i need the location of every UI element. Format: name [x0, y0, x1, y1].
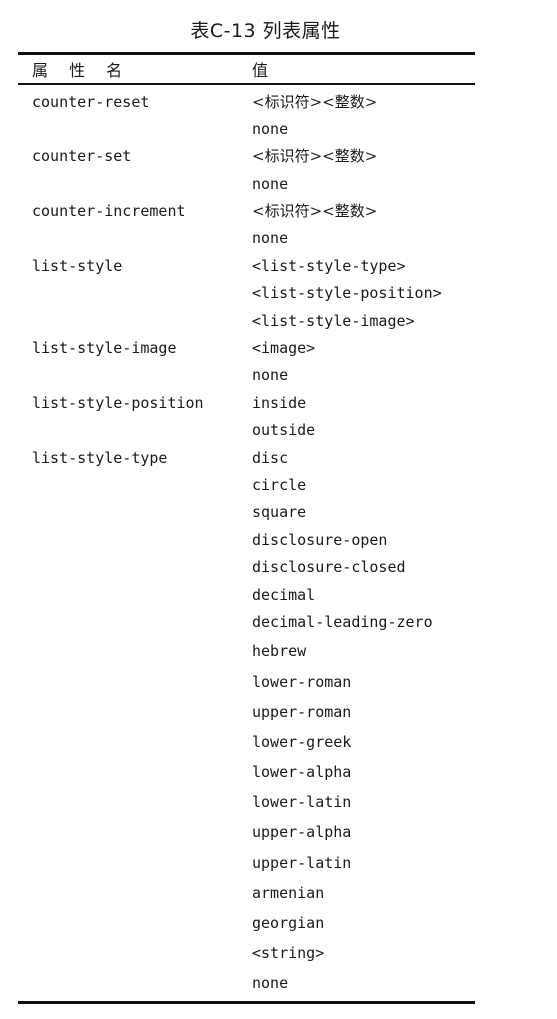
value-item: upper-roman: [252, 702, 352, 721]
value-item: none: [252, 974, 289, 993]
value-item: <string>: [252, 944, 325, 963]
bottom-rule: [18, 1000, 475, 1004]
value-item: square: [252, 503, 307, 522]
value-item: <标识符><整数>: [252, 147, 378, 166]
value-item: upper-latin: [252, 853, 352, 872]
value-item: none: [252, 229, 289, 248]
value-item: <标识符><整数>: [252, 92, 378, 111]
value-item: upper-alpha: [252, 823, 352, 842]
value-item: none: [252, 366, 289, 385]
property-name: counter-increment: [32, 202, 186, 221]
value-item: none: [252, 119, 289, 138]
value-item: hebrew: [252, 642, 307, 661]
value-item: lower-alpha: [252, 763, 352, 782]
value-item: inside: [252, 393, 307, 412]
value-list: <标识符><整数> none: [252, 143, 475, 198]
value-list: <标识符><整数> none: [252, 89, 475, 144]
value-list: <image> none: [252, 335, 475, 390]
value-list: <标识符><整数> none: [252, 198, 475, 253]
table-row: counter-set <标识符><整数> none: [18, 143, 475, 198]
value-list: disc circle square disclosure-open discl…: [252, 445, 475, 637]
value-item: circle: [252, 475, 307, 494]
table-caption: 表C-13 列表属性: [190, 20, 341, 42]
value-item: armenian: [252, 883, 325, 902]
property-name: list-style-type: [32, 448, 168, 467]
table-row: list-style-type disc circle square discl…: [18, 445, 475, 637]
value-item: lower-roman: [252, 672, 352, 691]
value-item: decimal: [252, 585, 316, 604]
table-row: list-style-position inside outside: [18, 390, 475, 445]
value-item: lower-latin: [252, 793, 352, 812]
value-item: <list-style-image>: [252, 311, 415, 330]
property-name: list-style: [32, 256, 123, 275]
table-row: counter-increment <标识符><整数> none: [18, 198, 475, 253]
value-item: disc: [252, 448, 289, 467]
property-name: counter-set: [32, 147, 132, 166]
value-item: lower-greek: [252, 732, 352, 751]
top-rule: [18, 52, 475, 55]
value-item: georgian: [252, 914, 325, 932]
value-item: disclosure-open: [252, 530, 388, 549]
value-item: outside: [252, 421, 316, 440]
value-list: inside outside: [252, 390, 475, 445]
header-value: 值: [252, 61, 269, 80]
header-rule: [18, 83, 475, 85]
property-name: list-style-position: [32, 393, 204, 412]
header-property: 属 性 名: [32, 61, 126, 80]
table-row: list-style-image <image> none: [18, 335, 475, 390]
property-name: list-style-image: [32, 339, 177, 358]
table-header: 属 性 名 值: [18, 55, 475, 83]
value-list: <list-style-type> <list-style-position> …: [252, 253, 475, 335]
table-row: counter-reset <标识符><整数> none: [18, 89, 475, 144]
value-item: <list-style-position>: [252, 284, 442, 303]
value-item: <list-style-type>: [252, 256, 406, 275]
table-row: list-style <list-style-type> <list-style…: [18, 253, 475, 335]
value-item: disclosure-closed: [252, 558, 406, 577]
table-container: 表C-13 列表属性 属 性 名 值 counter-reset <标识符><整…: [18, 18, 475, 1004]
table-row-continued: hebrew lower-roman upper-roman lower-gre…: [18, 636, 475, 998]
value-item: none: [252, 174, 289, 193]
value-item: <image>: [252, 339, 316, 358]
value-list: hebrew lower-roman upper-roman lower-gre…: [252, 636, 475, 998]
property-name: counter-reset: [32, 92, 150, 111]
value-item: decimal-leading-zero: [252, 612, 433, 631]
value-item: <标识符><整数>: [252, 202, 378, 221]
